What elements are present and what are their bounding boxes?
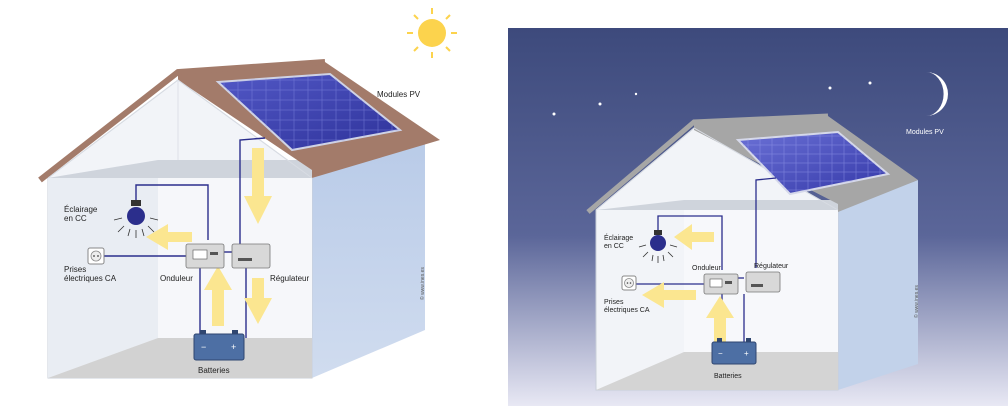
house-floor [596,352,838,390]
label-onduleur: Onduleur [160,274,193,283]
socket-icon [621,275,637,291]
copyright-text: © www.ines.es [913,285,920,318]
star-icon [552,81,872,116]
label-eclairage-line2: en CC [604,243,624,250]
inverter-icon [703,273,739,295]
label-onduleur: Onduleur [692,265,721,272]
house-side-wall [312,140,425,378]
label-prises-line1: Prises [64,265,86,274]
day-diagram: − + Modules PV Éclairage en CC Prises él… [0,0,500,406]
svg-text:−: − [718,349,723,358]
house-ceiling [596,200,838,210]
arrow-left-light [674,224,714,250]
solar-panel-icon [215,72,403,152]
regulator-icon [745,271,781,293]
svg-text:+: + [231,342,236,352]
night-diagram-svg: − + Modules PV Éclairage en CC Prises él… [508,28,1008,406]
label-regulateur: Régulateur [270,274,309,283]
battery-icon: − + [193,330,245,361]
label-eclairage-line2: en CC [64,214,87,223]
copyright-text: © www.ines.es [419,267,426,300]
arrow-down-panel [244,148,272,224]
bulb-icon [638,230,678,263]
svg-text:+: + [744,349,749,358]
label-eclairage-line1: Éclairage [64,205,98,214]
inverter-icon [185,243,225,269]
svg-text:−: − [201,342,206,352]
house-side-wall [838,180,918,390]
label-prises-line2: électriques CA [64,274,117,283]
label-regulateur: Régulateur [754,263,789,270]
night-diagram: − + Modules PV Éclairage en CC Prises él… [508,28,1008,406]
day-diagram-svg: − + Modules PV Éclairage en CC Prises él… [38,8,457,379]
wiring [102,137,266,338]
label-batteries: Batteries [198,366,230,375]
socket-icon [87,247,105,265]
label-prises-line1: Prises [604,299,624,306]
arrow-up-battery [706,296,734,344]
energy-arrows [642,224,734,344]
label-eclairage-line1: Éclairage [604,233,633,242]
bulb-icon [113,200,159,238]
house-floor [48,338,312,378]
sun-icon [407,8,457,58]
battery-icon: − + [711,338,757,365]
label-modules-pv: Modules PV [906,129,944,136]
house-ceiling [48,160,312,178]
label-modules-pv: Modules PV [377,90,421,99]
regulator-icon [231,243,271,269]
label-prises-line2: électriques CA [604,307,650,314]
arrow-left-light [146,224,192,250]
arrow-up-battery [204,266,232,326]
moon-icon [926,72,948,116]
label-batteries: Batteries [714,373,742,380]
arrow-left-socket [642,282,696,308]
arrow-down-battery [244,278,272,324]
energy-arrows [146,148,272,326]
